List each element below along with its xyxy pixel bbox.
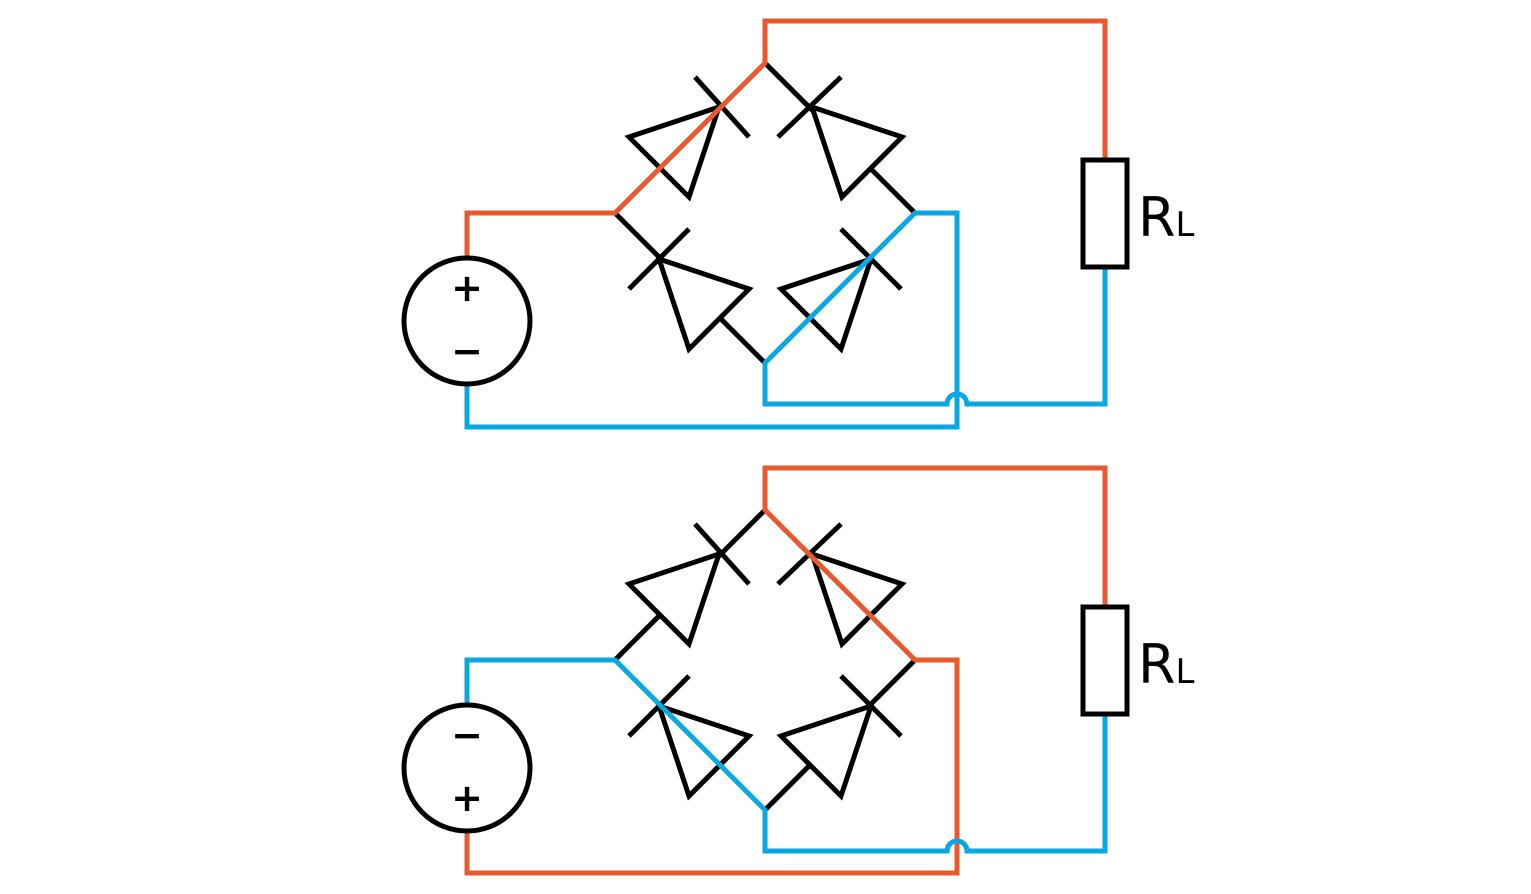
positive-path-top xyxy=(464,18,1108,260)
source-top-sign: − xyxy=(451,713,483,757)
load-label-top: RL xyxy=(1138,186,1195,249)
load-resistor-top: RL xyxy=(1080,157,1195,270)
source-bottom-sign: − xyxy=(451,329,483,373)
diode-top-right-upper xyxy=(776,75,907,202)
load-label-bottom: RL xyxy=(1138,633,1195,696)
source-top-sign: + xyxy=(451,266,483,310)
positive-path-bottom xyxy=(464,465,1108,876)
negative-path-top-crossover xyxy=(464,210,970,430)
bridge-frame-top xyxy=(613,61,917,365)
diode-top-left-lower xyxy=(627,227,754,354)
load-resistor-bottom: RL xyxy=(1080,604,1195,717)
circuit-bottom: − + RL xyxy=(401,465,1195,876)
load-label-sub: L xyxy=(1176,205,1195,245)
bridge-frame-bottom xyxy=(613,508,917,812)
circuit-top: + − RL xyxy=(401,18,1195,430)
load-label-main: R xyxy=(1138,633,1176,696)
source-bottom-sign: + xyxy=(451,776,483,820)
negative-path-top-load xyxy=(964,264,1108,407)
ac-source-bottom: − + xyxy=(401,702,533,834)
load-label-sub: L xyxy=(1176,652,1195,692)
load-label-main: R xyxy=(1138,186,1176,249)
diode-bottom-left-upper xyxy=(624,522,751,649)
negative-path-bottom-crossover xyxy=(944,711,1108,854)
negative-path-bottom-source xyxy=(464,657,950,854)
ac-source-top: + − xyxy=(401,255,533,387)
diode-bottom-right-lower xyxy=(776,674,903,801)
